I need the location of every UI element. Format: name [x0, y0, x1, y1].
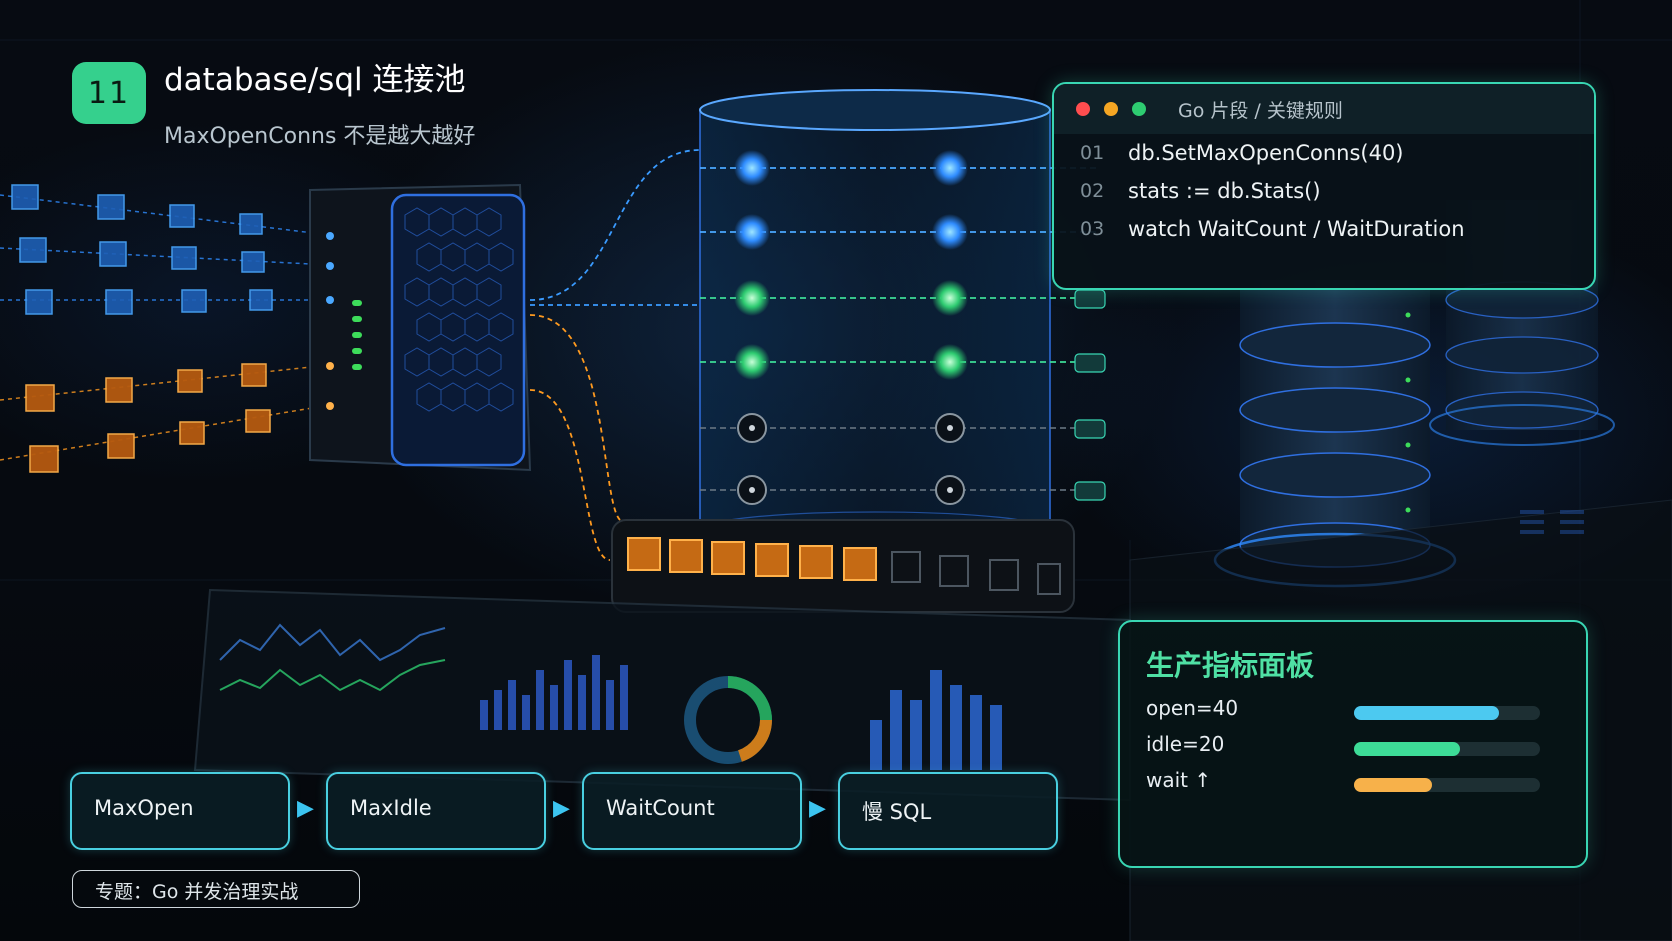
- metric-row-wait: wait ↑: [1146, 768, 1566, 798]
- wait-queue: [611, 519, 1075, 613]
- flow-step-label: MaxOpen: [94, 796, 194, 820]
- code-line: 02 stats := db.Stats(): [1054, 172, 1594, 210]
- line-chart-blue: [219, 623, 446, 662]
- metrics-panel-title: 生产指标面板: [1146, 649, 1315, 682]
- topic-tag: 专题：Go 并发治理实战: [72, 870, 360, 908]
- metric-bar-track: [1354, 742, 1540, 756]
- metric-row-open: open=40: [1146, 696, 1566, 726]
- arrow-right-icon: ▶: [809, 796, 826, 821]
- blue-request-cubes: [11, 184, 273, 315]
- window-minimize-dot-icon: [1104, 102, 1118, 116]
- window-close-dot-icon: [1076, 102, 1090, 116]
- metric-bar-track: [1354, 778, 1540, 792]
- metrics-panel: 生产指标面板 open=40 idle=20 wait ↑: [1118, 620, 1588, 868]
- metric-row-idle: idle=20: [1146, 732, 1566, 762]
- code-snippet-panel: Go 片段 / 关键规则 01 db.SetMaxOpenConns(40) 0…: [1052, 82, 1596, 290]
- flow-step-maxidle: MaxIdle: [326, 772, 546, 850]
- router-pool-links: [529, 149, 701, 561]
- line-number: 03: [1080, 218, 1105, 240]
- bar-chart-right: [870, 670, 1002, 770]
- window-maximize-dot-icon: [1132, 102, 1146, 116]
- page-subtitle: MaxOpenConns 不是越大越好: [164, 124, 476, 149]
- flow-step-slow-sql: 慢 SQL: [838, 772, 1058, 850]
- db-cables: [1074, 289, 1106, 501]
- bar-chart-mini: [480, 655, 628, 730]
- dashboard-monitor: [193, 588, 1131, 802]
- line-chart-green: [219, 659, 446, 692]
- flow-step-label: MaxIdle: [350, 796, 432, 820]
- slide-number-badge: 11: [72, 62, 146, 124]
- donut-chart-mini: [684, 676, 772, 764]
- blue-request-streams: [0, 194, 331, 301]
- code-text: db.SetMaxOpenConns(40): [1128, 141, 1404, 165]
- flow-step-maxopen: MaxOpen: [70, 772, 290, 850]
- orange-request-cubes: [25, 363, 271, 473]
- metric-bar-track: [1354, 706, 1540, 720]
- flow-step-waitcount: WaitCount: [582, 772, 802, 850]
- router-device: [309, 183, 532, 472]
- metric-bar-fill: [1354, 742, 1461, 756]
- arrow-right-icon: ▶: [297, 796, 314, 821]
- code-panel-header: Go 片段 / 关键规则: [1054, 84, 1594, 134]
- metric-label: open=40: [1146, 696, 1239, 720]
- metric-bar-fill: [1354, 706, 1500, 720]
- flow-step-label: 慢 SQL: [862, 800, 932, 824]
- flow-step-label: WaitCount: [606, 796, 715, 820]
- line-number: 01: [1080, 142, 1105, 164]
- code-panel-title: Go 片段 / 关键规则: [1178, 99, 1343, 122]
- page-title: database/sql 连接池: [164, 62, 466, 98]
- topic-label: 专题：Go 并发治理实战: [95, 881, 299, 903]
- metric-bar-fill: [1354, 778, 1433, 792]
- code-text: stats := db.Stats(): [1128, 179, 1321, 203]
- code-line: 01 db.SetMaxOpenConns(40): [1054, 134, 1594, 172]
- code-line: 03 watch WaitCount / WaitDuration: [1054, 210, 1594, 248]
- line-number: 02: [1080, 180, 1105, 202]
- metric-label: idle=20: [1146, 732, 1225, 756]
- arrow-right-icon: ▶: [553, 796, 570, 821]
- metric-label: wait ↑: [1146, 768, 1212, 792]
- code-text: watch WaitCount / WaitDuration: [1128, 217, 1465, 241]
- pool-connections: [700, 150, 1100, 505]
